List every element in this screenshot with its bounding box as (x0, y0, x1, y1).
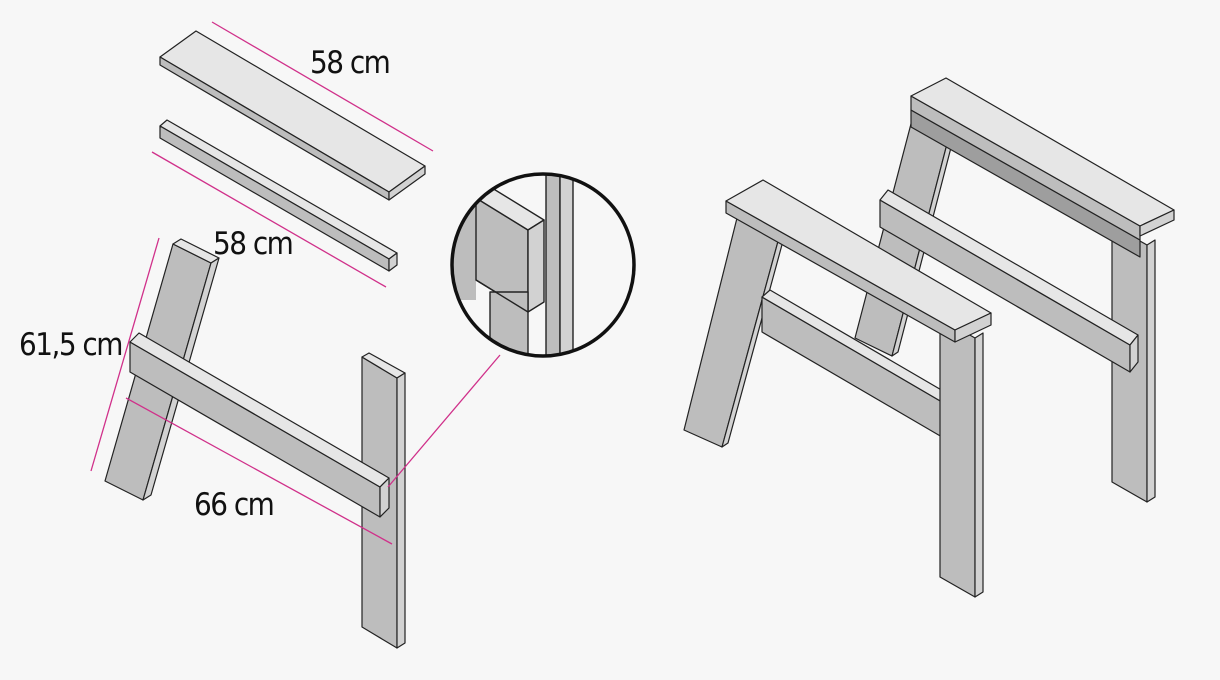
back-sawhorse-crossbar (879, 189, 1139, 373)
dimension-label-strip: 58 cm (213, 226, 292, 262)
front-sawhorse-slanted-leg (683, 213, 787, 448)
top-board-part (159, 30, 426, 201)
crossbar-part (129, 332, 390, 518)
dimension-line-leg (90, 237, 160, 472)
dimension-line-top-board (211, 21, 434, 152)
front-sawhorse-top-board (725, 179, 992, 343)
strip-part (159, 119, 398, 272)
dimension-line-crossbar (125, 397, 393, 545)
front-sawhorse-vertical-leg (939, 317, 984, 598)
detail-leader-line (387, 354, 501, 488)
joint-detail-magnifier (450, 172, 636, 358)
dimension-label-top-board: 58 cm (310, 45, 389, 81)
dimension-label-leg: 61,5 cm (19, 327, 122, 363)
back-sawhorse-top (910, 77, 1175, 258)
dimension-label-crossbar: 66 cm (194, 487, 273, 523)
dimension-line-strip (151, 151, 387, 288)
